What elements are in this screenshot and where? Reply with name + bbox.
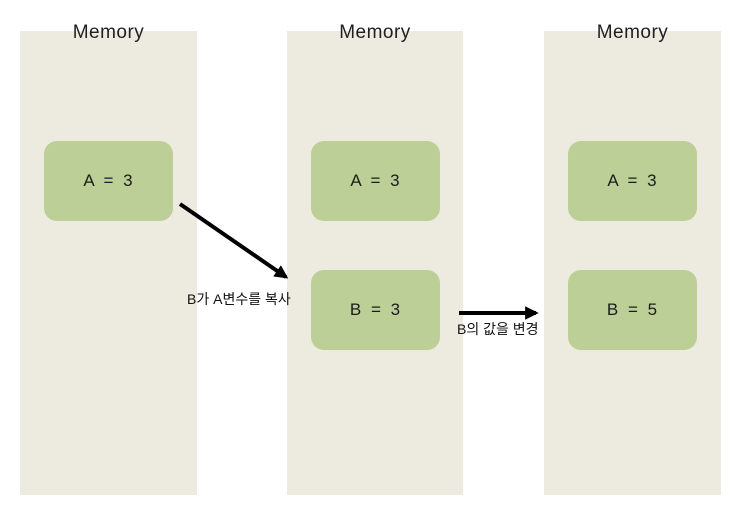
memory-column-3: Memory A = 3 B = 5: [544, 22, 721, 495]
change-arrow-label: B의 값을 변경: [457, 321, 539, 337]
copy-arrow-label: B가 A변수를 복사: [187, 291, 291, 307]
memory-column-2: Memory A = 3 B = 3: [287, 22, 463, 495]
memory-column-2-title: Memory: [339, 22, 411, 43]
memory-column-3-title: Memory: [596, 22, 669, 43]
memory-column-1-title: Memory: [72, 22, 145, 43]
variable-box-b-col2: B = 3: [311, 270, 440, 350]
variable-box-a-col2: A = 3: [311, 141, 440, 221]
variable-box-a-col1: A = 3: [44, 141, 173, 221]
variable-box-a-col3: A = 3: [568, 141, 697, 221]
memory-column-1: Memory A = 3: [20, 22, 197, 495]
variable-box-b-col3: B = 5: [568, 270, 697, 350]
